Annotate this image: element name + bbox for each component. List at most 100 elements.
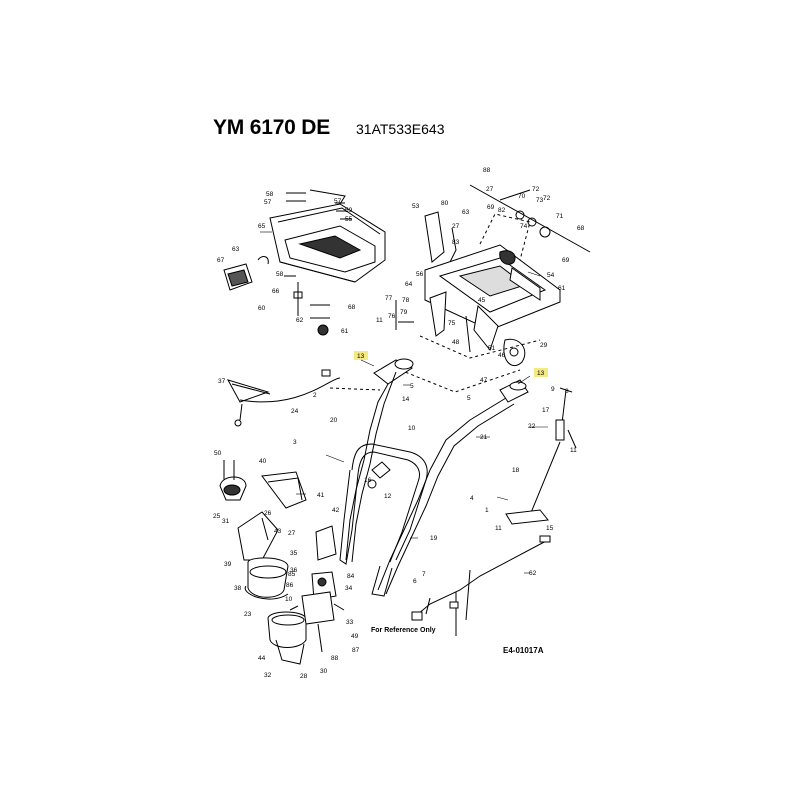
- part-callout-45: 45: [478, 297, 486, 304]
- console-bracket-parts: [284, 275, 330, 336]
- upper-handle-right: [377, 379, 529, 595]
- part-callout-21: 21: [480, 434, 488, 441]
- part-callout-3: 3: [293, 439, 297, 446]
- part-callout-66: 66: [272, 288, 280, 295]
- part-callout-31: 31: [222, 518, 230, 525]
- part-callout-40: 40: [259, 458, 267, 465]
- part-callout-48: 48: [452, 339, 460, 346]
- part-callout-44: 44: [258, 655, 266, 662]
- part-callout-10: 10: [408, 425, 416, 432]
- part-callout-75: 75: [448, 320, 456, 327]
- part-callout-57: 57: [334, 198, 342, 205]
- part-callout-27: 27: [288, 530, 296, 537]
- wheel-drive-cable: [226, 369, 341, 427]
- part-callout-74: 74: [520, 223, 528, 230]
- part-callout-63: 63: [462, 209, 470, 216]
- part-callout-11: 11: [495, 525, 502, 532]
- part-callout-70: 70: [518, 193, 526, 200]
- part-callout-60: 60: [258, 305, 266, 312]
- part-callout-7: 7: [422, 571, 426, 578]
- part-callout-14: 14: [402, 396, 410, 403]
- part-callout-46: 46: [498, 352, 506, 359]
- chute-deflector: [219, 460, 307, 509]
- part-callout-50: 50: [214, 450, 222, 457]
- part-callout-33: 33: [346, 619, 354, 626]
- part-callout-49: 49: [351, 633, 359, 640]
- part-callout-88: 88: [331, 655, 339, 662]
- part-callout-68: 68: [348, 304, 356, 311]
- part-callout-84: 84: [347, 573, 355, 580]
- reference-note: For Reference Only: [371, 627, 436, 634]
- part-callout-58: 58: [266, 191, 274, 198]
- part-callout-64: 64: [405, 281, 413, 288]
- drawing-id: E4-01017A: [503, 646, 544, 655]
- callout-highlight: [534, 368, 548, 377]
- part-callout-67: 67: [217, 257, 225, 264]
- part-callout-34: 34: [345, 585, 353, 592]
- reference-dashed-lines: [329, 335, 541, 393]
- part-callout-11: 11: [570, 447, 577, 454]
- part-callout-88: 88: [483, 167, 491, 174]
- part-callout-87: 87: [352, 647, 360, 654]
- part-callout-72: 72: [543, 195, 551, 202]
- part-callout-69: 69: [487, 204, 495, 211]
- part-callout-38: 38: [234, 585, 242, 592]
- part-callout-4: 4: [470, 495, 474, 502]
- discharge-chute: [237, 511, 307, 665]
- part-callout-76: 76: [388, 313, 396, 320]
- part-callout-10: 10: [285, 596, 293, 603]
- handle-knob: [367, 461, 391, 489]
- upper-handle-left: [345, 358, 414, 563]
- part-callout-79: 79: [400, 309, 408, 316]
- part-callout-61: 61: [341, 328, 349, 335]
- part-callout-1: 1: [485, 507, 489, 514]
- part-callout-59: 59: [345, 207, 353, 214]
- part-callout-32: 32: [264, 672, 272, 679]
- part-callout-27: 27: [486, 186, 494, 193]
- part-callout-47: 47: [480, 377, 488, 384]
- part-callout-72: 72: [532, 186, 540, 193]
- part-callout-2: 2: [313, 392, 317, 399]
- model-title: YM 6170 DE: [213, 116, 331, 139]
- part-callout-17: 17: [542, 407, 550, 414]
- part-callout-65: 65: [258, 223, 266, 230]
- part-callout-63: 63: [232, 246, 240, 253]
- part-callout-36: 36: [290, 567, 298, 574]
- part-callout-28: 28: [300, 673, 308, 680]
- lower-handle-frame: [339, 443, 428, 597]
- part-callout-27: 27: [452, 223, 460, 230]
- part-callout-39: 39: [224, 561, 232, 568]
- part-callout-51: 51: [488, 345, 496, 352]
- part-callout-30: 30: [320, 668, 328, 675]
- part-callout-22: 22: [528, 423, 536, 430]
- part-callout-56: 56: [416, 271, 424, 278]
- part-callout-8: 8: [565, 388, 569, 395]
- part-callout-13: 13: [357, 353, 365, 360]
- part-callout-43: 43: [274, 528, 282, 535]
- part-callout-11: 11: [376, 317, 383, 324]
- control-rod: [505, 387, 577, 525]
- part-callout-80: 80: [441, 200, 449, 207]
- part-callout-5: 5: [410, 383, 414, 390]
- control-panel-frame: [424, 211, 561, 331]
- part-callout-54: 54: [547, 272, 555, 279]
- part-callout-29: 29: [540, 342, 548, 349]
- part-callout-61: 61: [558, 285, 566, 292]
- part-callout-86: 86: [286, 582, 294, 589]
- part-callout-26: 26: [264, 510, 272, 517]
- part-callout-19: 19: [430, 535, 438, 542]
- part-code: 31AT533E643: [356, 121, 445, 137]
- part-callout-5: 5: [467, 395, 471, 402]
- part-callout-73: 73: [536, 197, 544, 204]
- part-callout-25: 25: [213, 513, 221, 520]
- part-callout-18: 18: [512, 467, 520, 474]
- headlight: [223, 256, 269, 291]
- part-callout-24: 24: [291, 408, 299, 415]
- chute-crank-brackets: [395, 291, 526, 367]
- part-callout-68: 68: [577, 225, 585, 232]
- part-callout-23: 23: [244, 611, 252, 618]
- part-callout-6: 6: [413, 578, 417, 585]
- part-number-callouts: 88 27 70 72 69 82 73 72 71 74 68 69 80 5…: [213, 167, 585, 680]
